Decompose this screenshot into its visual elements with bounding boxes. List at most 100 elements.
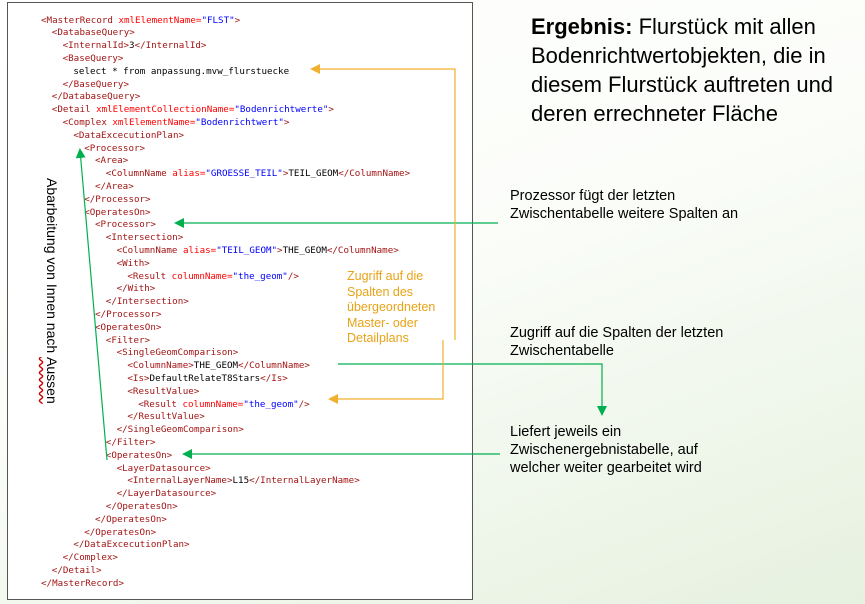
note-result: Liefert jeweils ein Zwischenergebnistabe… xyxy=(510,424,702,476)
xml-line: <Detail xmlElementCollectionName="Bodenr… xyxy=(52,104,334,117)
xml-line: </LayerDatasource> xyxy=(117,488,217,501)
xml-token: > xyxy=(282,168,289,180)
xml-token: <Filter> xyxy=(105,334,151,346)
xml-token: </ColumnName> xyxy=(326,244,399,256)
xml-token: <ColumnName xyxy=(105,168,173,180)
xml-token: </Area> xyxy=(95,180,134,192)
vertical-label-text: Abarbeitung von Innen nach xyxy=(44,178,60,358)
xml-line: <Processor> xyxy=(95,219,156,232)
xml-token: > xyxy=(277,244,283,256)
xml-token: THE_GEOM xyxy=(193,360,239,372)
xml-token: L15 xyxy=(232,475,250,487)
xml-token: alias= xyxy=(172,168,206,180)
xml-token: </DataExcecutionPlan> xyxy=(73,539,190,551)
xml-token: TEIL_GEOM xyxy=(288,168,339,180)
xml-token: <BaseQuery> xyxy=(62,52,124,64)
xml-token: <InternalId> xyxy=(62,40,129,52)
xml-token: DefaultRelateT8Stars xyxy=(149,372,261,384)
xml-token: columnName= xyxy=(182,398,244,410)
xml-token: <Processor> xyxy=(95,219,156,231)
xml-line: <Is>DefaultRelateT8Stars</Is> xyxy=(127,373,287,386)
xml-token: THE_GEOM xyxy=(282,244,327,256)
xml-token: <ColumnName xyxy=(116,244,183,256)
xml-line: <OperatesOn> xyxy=(84,207,150,220)
xml-code-panel: <MasterRecord xmlElementName="FLST"> <Dat… xyxy=(7,2,473,600)
xml-line: </OperatesOn> xyxy=(84,527,156,540)
xml-line: <Processor> xyxy=(84,143,145,156)
xml-line: <Result columnName="the_geom"/> xyxy=(127,271,299,284)
xml-token: "the_geom" xyxy=(243,398,299,410)
xml-line: <With> xyxy=(117,258,150,271)
vertical-label-underlined: Aussen xyxy=(44,357,60,404)
xml-line: <ColumnName alias="GROESSE_TEIL">TEIL_GE… xyxy=(106,168,410,181)
xml-token: </OperatesOn> xyxy=(84,526,157,538)
xml-token: </OperatesOn> xyxy=(105,500,178,512)
arrow-orange-lower xyxy=(328,340,444,404)
xml-token: <With> xyxy=(116,257,150,269)
xml-token: 3 xyxy=(128,40,135,52)
result-headline: Ergebnis: Flurstück mit allen Bodenricht… xyxy=(531,12,861,128)
note-columns: Zugriff auf die Spalten der letzten Zwis… xyxy=(510,325,724,359)
xml-line: </Area> xyxy=(95,181,134,194)
xml-line: </DatabaseQuery> xyxy=(52,91,141,104)
headline-bold: Ergebnis: xyxy=(531,14,633,39)
xml-token: xmlElementName= xyxy=(112,116,196,128)
xml-line: </Processor> xyxy=(84,194,150,207)
xml-line: </With> xyxy=(117,283,156,296)
xml-token: <Result xyxy=(138,398,183,410)
xml-line: </OperatesOn> xyxy=(106,501,178,514)
xml-token: "Bodenrichtwert" xyxy=(195,116,284,128)
xml-line: </MasterRecord> xyxy=(41,578,124,591)
xml-token: "TEIL_GEOM" xyxy=(216,244,278,256)
xml-token: </BaseQuery> xyxy=(62,78,129,90)
xml-token: "Bodenrichtwerte" xyxy=(234,104,329,116)
xml-token: <DataExcecutionPlan> xyxy=(73,129,185,141)
xml-token: xmlElementCollectionName= xyxy=(96,104,235,116)
xml-token: </LayerDatasource> xyxy=(116,488,217,500)
xml-line: </Complex> xyxy=(63,552,118,565)
xml-token: <LayerDatasource> xyxy=(116,462,211,474)
xml-token: "GROESSE_TEIL" xyxy=(205,168,283,180)
xml-token: </With> xyxy=(116,283,156,295)
xml-token: <Is> xyxy=(127,372,150,384)
xml-token: xmlElementName= xyxy=(118,14,202,26)
xml-line: <BaseQuery> xyxy=(63,53,124,66)
xml-token: </ResultValue> xyxy=(127,411,205,423)
xml-token: </Filter> xyxy=(105,436,156,448)
xml-token: > xyxy=(234,14,241,26)
xml-token: </ColumnName> xyxy=(338,168,411,180)
xml-token: <Area> xyxy=(95,155,129,167)
xml-token: /> xyxy=(287,270,299,282)
xml-token: columnName= xyxy=(171,270,233,282)
xml-line: <Complex xmlElementName="Bodenrichtwert"… xyxy=(63,117,290,130)
xml-line: <InternalLayerName>L15</InternalLayerNam… xyxy=(127,475,359,488)
xml-token: <ResultValue> xyxy=(127,385,200,397)
note-processor: Prozessor fügt der letzten Zwischentabel… xyxy=(510,188,739,222)
xml-line: </OperatesOn> xyxy=(95,514,167,527)
xml-line: </SingleGeomComparison> xyxy=(117,424,244,437)
xml-line: </ResultValue> xyxy=(127,411,204,424)
xml-token: </Processor> xyxy=(95,308,162,320)
xml-token: </InternalId> xyxy=(134,40,207,52)
xml-token: </Intersection> xyxy=(105,296,189,308)
xml-token: </OperatesOn> xyxy=(95,513,167,525)
xml-token: > xyxy=(328,104,334,116)
xml-line: <OperatesOn> xyxy=(106,450,172,463)
xml-token: </MasterRecord> xyxy=(41,577,124,589)
xml-token: alias= xyxy=(182,244,217,256)
xml-token: <ColumnName> xyxy=(127,360,194,372)
xml-token: <Intersection> xyxy=(105,232,184,244)
xml-token: "the_geom" xyxy=(232,270,288,282)
xml-line: </Filter> xyxy=(106,437,156,450)
xml-line: <ColumnName>THE_GEOM</ColumnName> xyxy=(127,360,310,373)
xml-line: <ColumnName alias="TEIL_GEOM">THE_GEOM</… xyxy=(117,245,399,258)
xml-line: <Area> xyxy=(95,155,128,168)
xml-line: <Result columnName="the_geom"/> xyxy=(138,399,310,412)
xml-token: </Complex> xyxy=(62,552,118,564)
xml-token: <OperatesOn> xyxy=(105,449,173,461)
xml-line: </Intersection> xyxy=(106,296,189,309)
xml-line: <MasterRecord xmlElementName="FLST"> xyxy=(41,15,240,28)
note-parent-columns: Zugriff auf die Spalten des übergeordnet… xyxy=(347,269,436,346)
xml-token: </Is> xyxy=(260,372,288,384)
